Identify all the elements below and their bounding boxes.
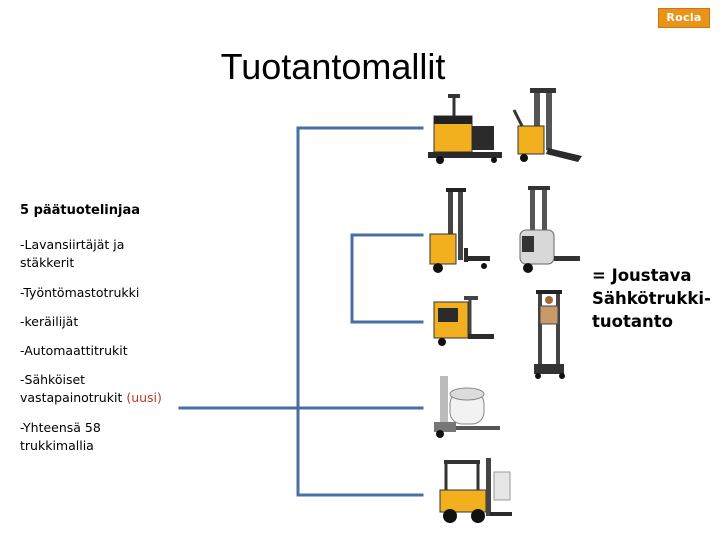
pallet-truck-yellow-icon: [428, 94, 502, 164]
flexible-production-note: = Joustava Sähkötrukki- tuotanto: [592, 264, 720, 333]
item-total-line1: -Yhteensä 58: [20, 420, 101, 435]
counterbalance-truck-icon: [439, 458, 512, 523]
item-reach-truck: -Työntömastotrukki: [20, 285, 140, 300]
order-picker-yellow-icon: [433, 296, 494, 346]
item-automated-trucks: -Automaattitrukit: [20, 343, 128, 358]
slide-title: Tuotantomallit: [220, 46, 446, 87]
rocla-logo: Rocla: [658, 8, 710, 28]
item-counterbalance-line1: -Sähköiset: [20, 372, 86, 387]
reach-truck-yellow-icon: [429, 188, 490, 273]
item-pickers: -keräilijät: [20, 314, 79, 329]
note-line2: Sähkötrukki-: [592, 289, 711, 308]
automated-truck-icon: [434, 376, 500, 438]
order-picker-tall-icon: [534, 290, 565, 379]
item-counterbalance-text: vastapainotrukit: [20, 390, 123, 405]
item-counterbalance-line2: vastapainotrukit (uusi): [20, 389, 162, 406]
reach-truck-grey-icon: [519, 186, 580, 273]
item-pallet-trucks-line2: stäkkerit: [20, 255, 75, 270]
heading-product-lines: 5 päätuotelinjaa: [20, 203, 141, 218]
item-pallet-trucks-line1: -Lavansiirtäjät ja: [20, 237, 125, 252]
new-label: (uusi): [126, 390, 162, 405]
middle-bracket-line: [350, 233, 424, 324]
note-line1: = Joustava: [592, 266, 692, 285]
stacker-yellow-icon: [512, 88, 582, 162]
outer-bracket-line: [296, 126, 424, 497]
item-total-line2: trukkimallia: [20, 438, 94, 453]
note-line3: tuotanto: [592, 312, 673, 331]
